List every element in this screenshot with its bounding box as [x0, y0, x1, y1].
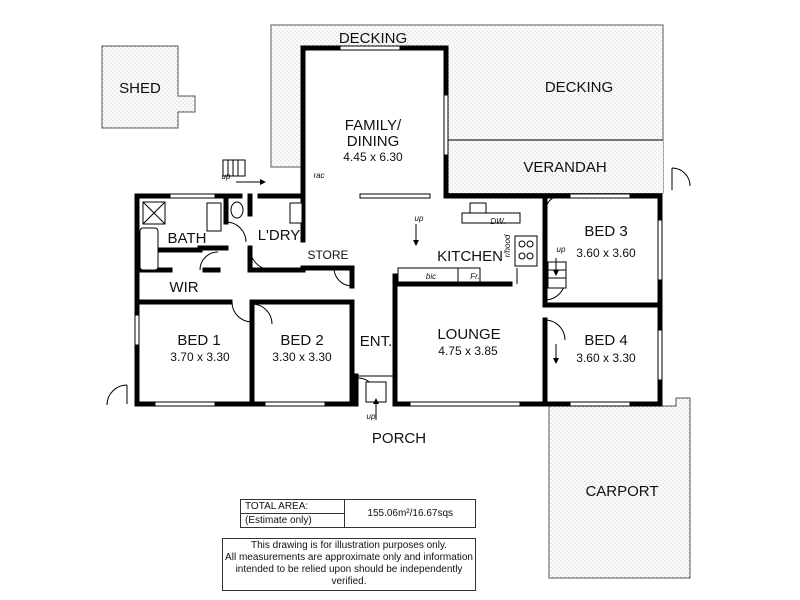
- total-area-note: (Estimate only): [239, 513, 346, 528]
- rhood-label: r/hood: [503, 234, 512, 257]
- up-bed3-label: up: [557, 245, 566, 254]
- disclaimer-line-2: All measurements are approximate only an…: [225, 552, 473, 563]
- rac-label: rac: [313, 171, 324, 180]
- wir-label: WIR: [169, 279, 198, 296]
- bed4-dims: 3.60 x 3.30: [576, 351, 636, 365]
- dw-label: DW.: [490, 217, 505, 226]
- decking-top-label: DECKING: [339, 30, 407, 47]
- entry-label: ENT.: [360, 333, 393, 350]
- shed: [101, 45, 196, 129]
- bed3-label: BED 3: [584, 223, 627, 240]
- bed4-label: BED 4: [584, 332, 627, 349]
- stairs: [222, 159, 567, 403]
- family-dining-dims: 4.45 x 6.30: [343, 150, 403, 164]
- bed1-dims: 3.70 x 3.30: [170, 350, 230, 364]
- family-dining-title: FAMILY/: [345, 117, 402, 134]
- verandah-area: [446, 139, 663, 193]
- bed3-dims: 3.60 x 3.60: [576, 246, 636, 260]
- shed-label: SHED: [119, 80, 161, 97]
- up-arrows: [236, 179, 559, 420]
- kitchen-label: KITCHEN: [437, 248, 503, 265]
- disclaimer-box: This drawing is for illustration purpose…: [222, 538, 476, 591]
- laundry-label: L'DRY: [258, 227, 301, 244]
- bic-label: bic: [426, 272, 436, 281]
- bathroom-fixtures: [139, 201, 303, 271]
- total-area-table: TOTAL AREA: 155.06m²/16.67sqs (Estimate …: [239, 499, 476, 528]
- bath-label: BATH: [168, 230, 207, 247]
- family-dining-title-2: DINING: [347, 133, 400, 150]
- lounge-label: LOUNGE: [437, 326, 500, 343]
- up-back-label: up: [222, 172, 231, 181]
- room-labels: SHED DECKING DECKING VERANDAH FAMILY/ DI…: [119, 30, 658, 500]
- up-porch-label: up: [367, 412, 376, 421]
- fridge-label: Fr.: [470, 272, 479, 281]
- bed2-label: BED 2: [280, 332, 323, 349]
- windows: [134, 45, 663, 407]
- carport-area: [548, 397, 691, 579]
- doors: [106, 167, 691, 406]
- lounge-dims: 4.75 x 3.85: [438, 344, 498, 358]
- up-family-label: up: [415, 214, 424, 223]
- verandah-label: VERANDAH: [523, 159, 606, 176]
- bed1-label: BED 1: [177, 332, 220, 349]
- carport-label: CARPORT: [585, 483, 658, 500]
- total-area-value: 155.06m²/16.67sqs: [344, 499, 476, 528]
- store-label: STORE: [307, 248, 348, 262]
- porch-label: PORCH: [372, 430, 426, 447]
- walls: [134, 45, 663, 407]
- decking-right-label: DECKING: [545, 79, 613, 96]
- disclaimer-line-1: This drawing is for illustration purpose…: [250, 540, 447, 551]
- disclaimer-line-3: intended to be relied upon should be ind…: [235, 564, 463, 587]
- bed2-dims: 3.30 x 3.30: [272, 350, 332, 364]
- kitchen-fixtures: [397, 202, 538, 284]
- total-area-label: TOTAL AREA:: [239, 499, 346, 514]
